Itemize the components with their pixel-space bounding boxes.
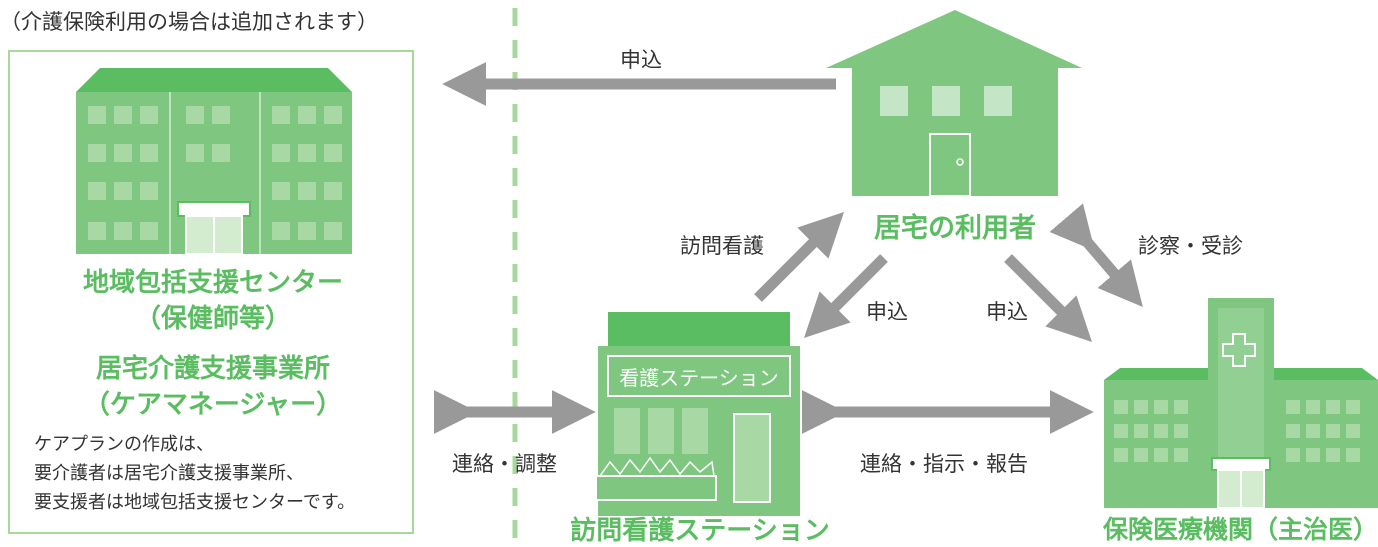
header-note: （介護保険利用の場合は追加されます） (0, 10, 378, 34)
hospital-building-icon (1104, 298, 1378, 509)
arrow-label-contact-report: 連絡・指示・報告 (860, 452, 1028, 476)
hospital-label: 保険医療機関（主治医） (1102, 515, 1378, 544)
station-sign: 看護ステーション (619, 366, 779, 390)
care-plan-note-line-3: 要支援者は地域包括支援センターです。 (34, 492, 356, 513)
home-house-icon (826, 10, 1082, 197)
arrow-exam (1049, 203, 1143, 308)
arrow-label-apply-station: 申込 (866, 300, 908, 324)
left-panel-border (8, 50, 414, 534)
care-center-building-icon (76, 68, 352, 255)
care-plan-note-line-1: ケアプランの作成は、 (34, 434, 214, 455)
arrow-label-top-apply: 申込 (620, 48, 662, 72)
arrow-label-exam: 診察・受診 (1138, 234, 1243, 258)
arrow-apply-to-station (803, 254, 888, 339)
arrow-apply-to-hospital (1004, 254, 1093, 343)
arrow-visit-nursing (754, 211, 845, 302)
care-center-subtitle: （保健師等） (134, 304, 291, 334)
nursing-station-building-icon (595, 312, 800, 516)
care-center-title: 地域包括支援センター (82, 268, 343, 298)
station-label: 訪問看護ステーション (570, 516, 830, 546)
arrow-label-visit-nursing: 訪問看護 (680, 234, 764, 258)
care-office-subtitle: （ケアマネージャー） (83, 390, 343, 420)
home-label: 居宅の利用者 (874, 213, 1036, 244)
care-office-title: 居宅介護支援事業所 (95, 354, 330, 384)
arrow-label-coordination: 連絡・調整 (452, 452, 557, 476)
arrow-label-apply-hospital: 申込 (986, 300, 1028, 324)
care-plan-note-line-2: 要介護者は居宅介護支援事業所、 (34, 463, 304, 484)
